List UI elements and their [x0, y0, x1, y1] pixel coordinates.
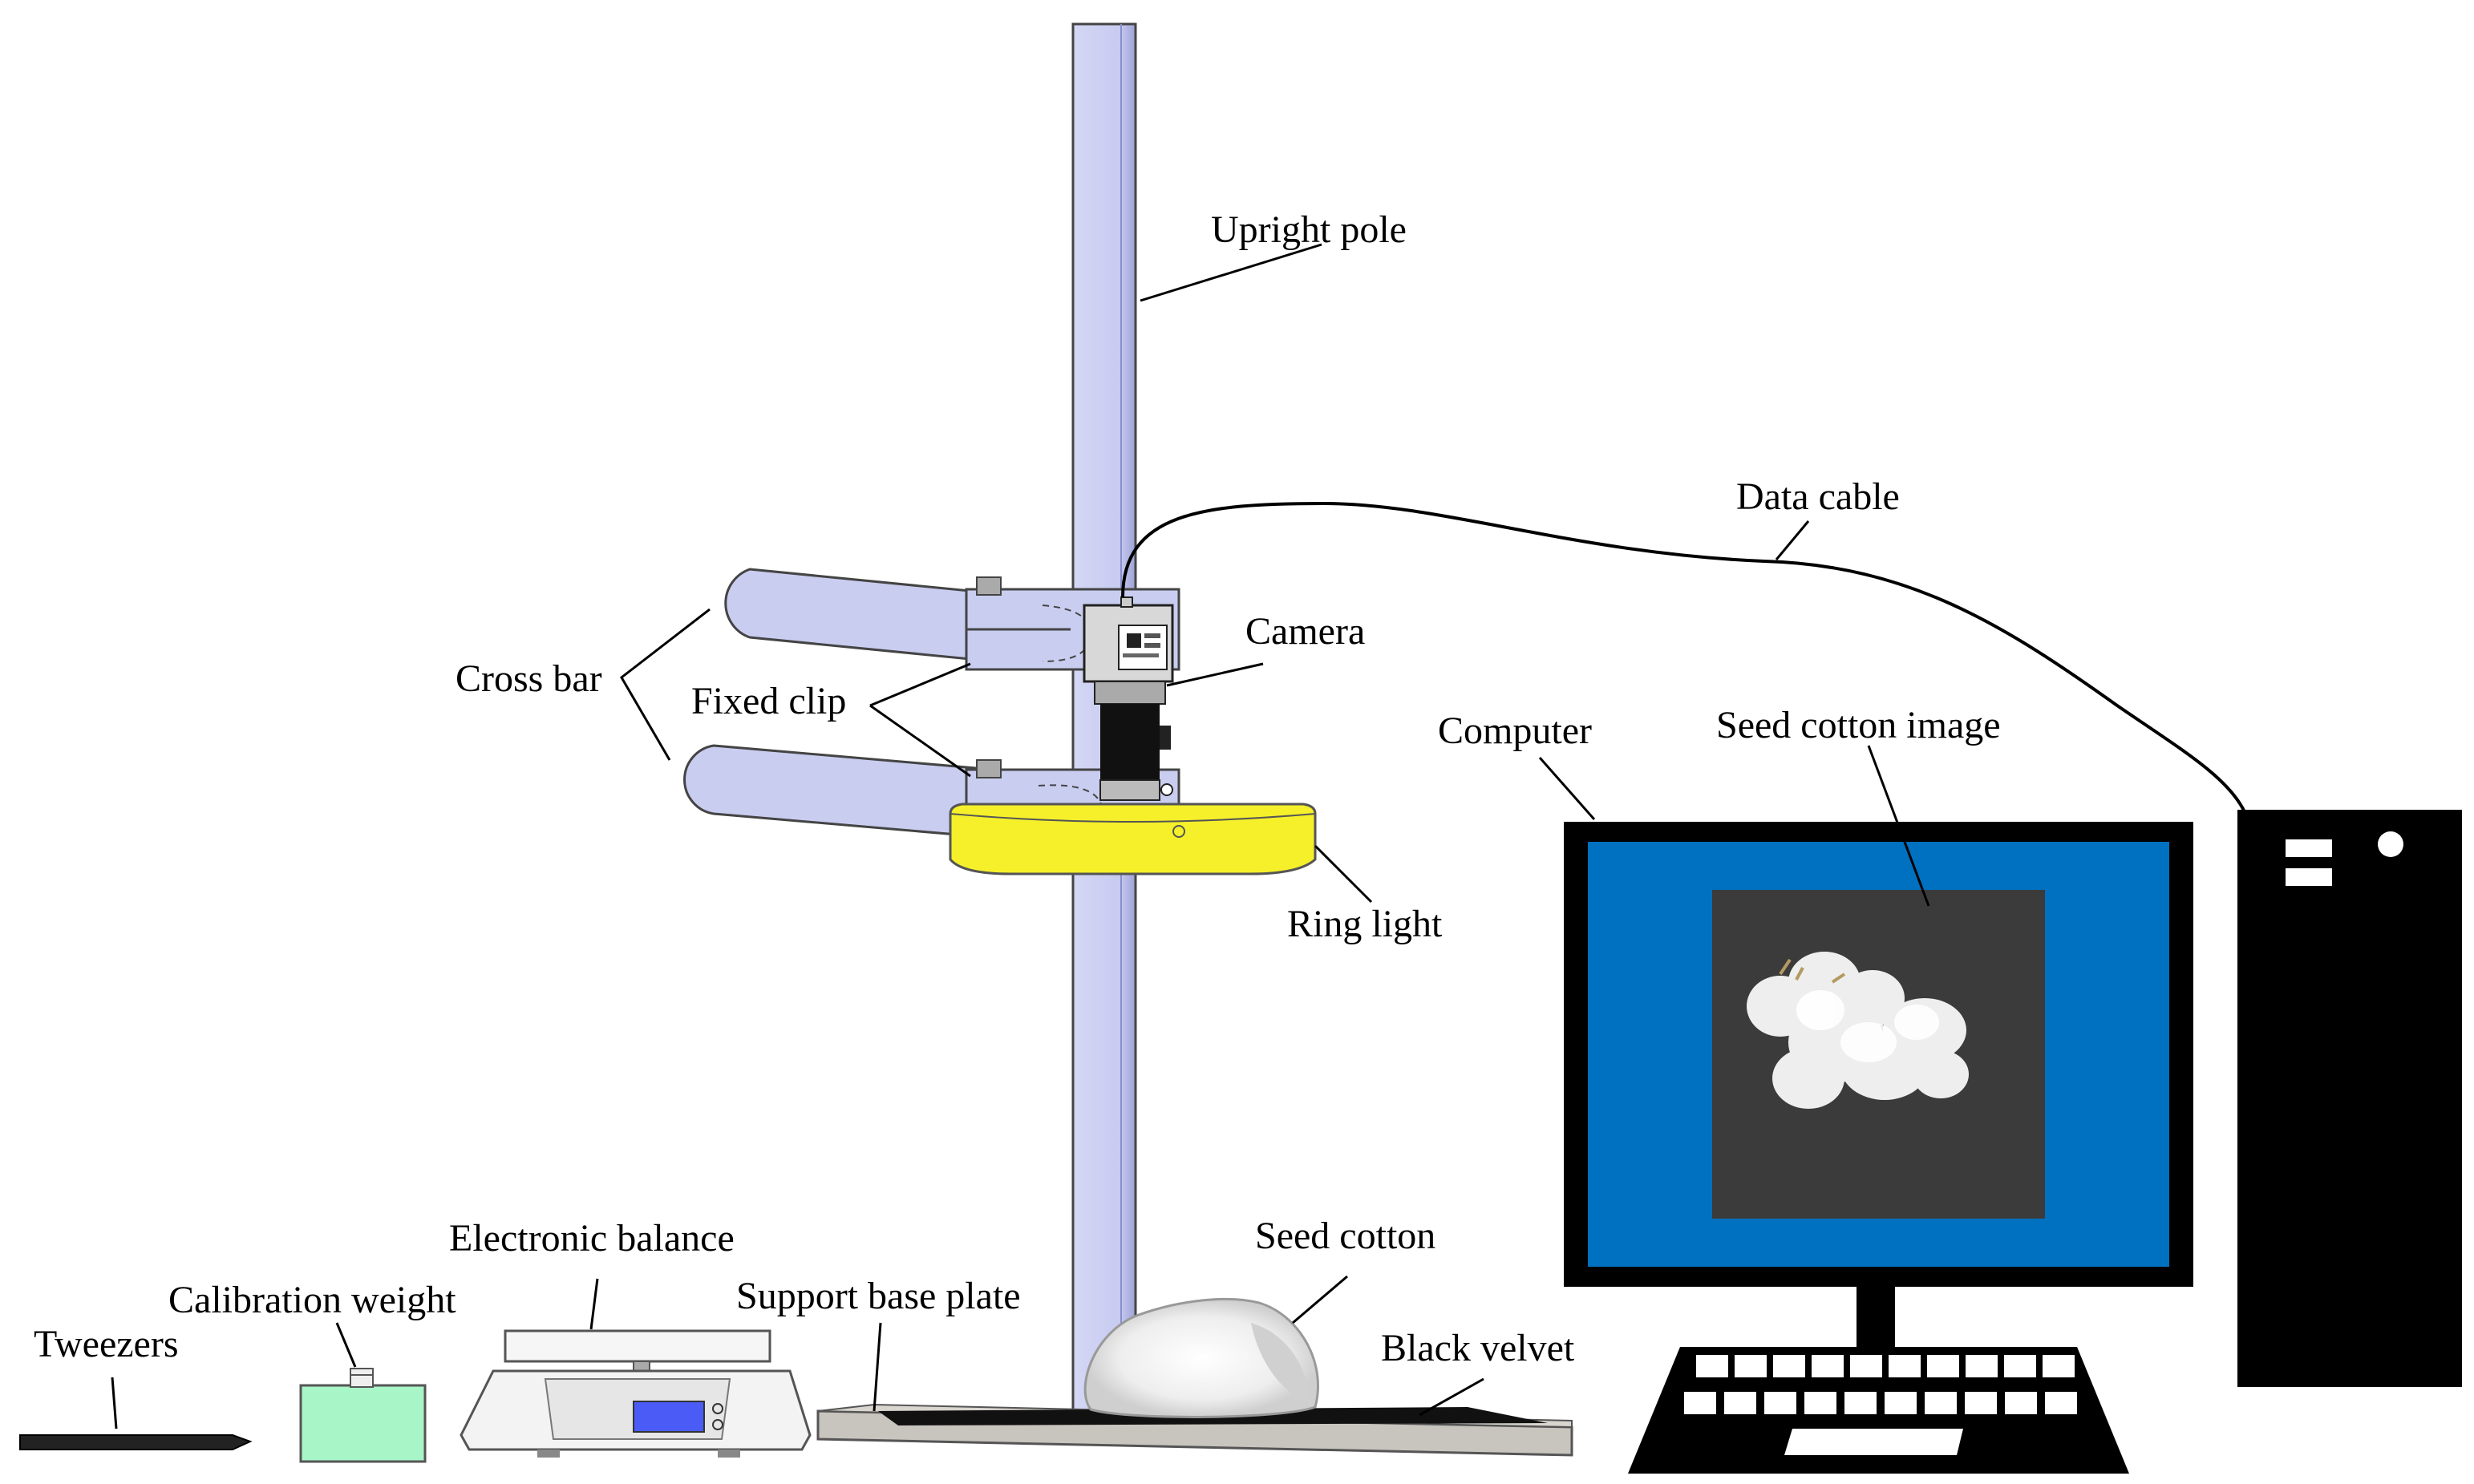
- label-upright-pole: Upright pole: [1211, 208, 1407, 251]
- camera: [1083, 596, 1174, 801]
- label-electronic-balance: Electronic balance: [449, 1217, 735, 1260]
- label-camera: Camera: [1245, 610, 1365, 653]
- label-seed-cotton: Seed cotton: [1255, 1215, 1435, 1257]
- computer-tower: [2237, 810, 2462, 1387]
- label-seed-cotton-image: Seed cotton image: [1716, 704, 2001, 746]
- label-calibration-weight: Calibration weight: [168, 1279, 456, 1321]
- calibration-weight: [299, 1368, 427, 1463]
- label-tweezers: Tweezers: [34, 1323, 179, 1365]
- label-fixed-clip: Fixed clip: [691, 680, 846, 722]
- ring-light: [949, 803, 1317, 875]
- label-computer: Computer: [1438, 710, 1592, 752]
- keyboard: [1628, 1347, 2129, 1474]
- label-support-base-plate: Support base plate: [736, 1275, 1021, 1317]
- tweezers: [19, 1434, 253, 1450]
- electronic-balance: [460, 1329, 812, 1458]
- label-data-cable: Data cable: [1736, 475, 1900, 518]
- labels: Upright pole Data cable Camera Cross bar…: [34, 208, 2001, 1369]
- seed-cotton-image: [1712, 890, 2045, 1219]
- label-black-velvet: Black velvet: [1381, 1327, 1575, 1369]
- seed-cotton-shadow: [1251, 1323, 1311, 1403]
- leader-lines: [111, 243, 1930, 1429]
- label-cross-bar: Cross bar: [456, 657, 602, 700]
- data-cable: [1121, 501, 2247, 815]
- upper-cross-bar: [724, 568, 1180, 671]
- label-ring-light: Ring light: [1287, 903, 1443, 945]
